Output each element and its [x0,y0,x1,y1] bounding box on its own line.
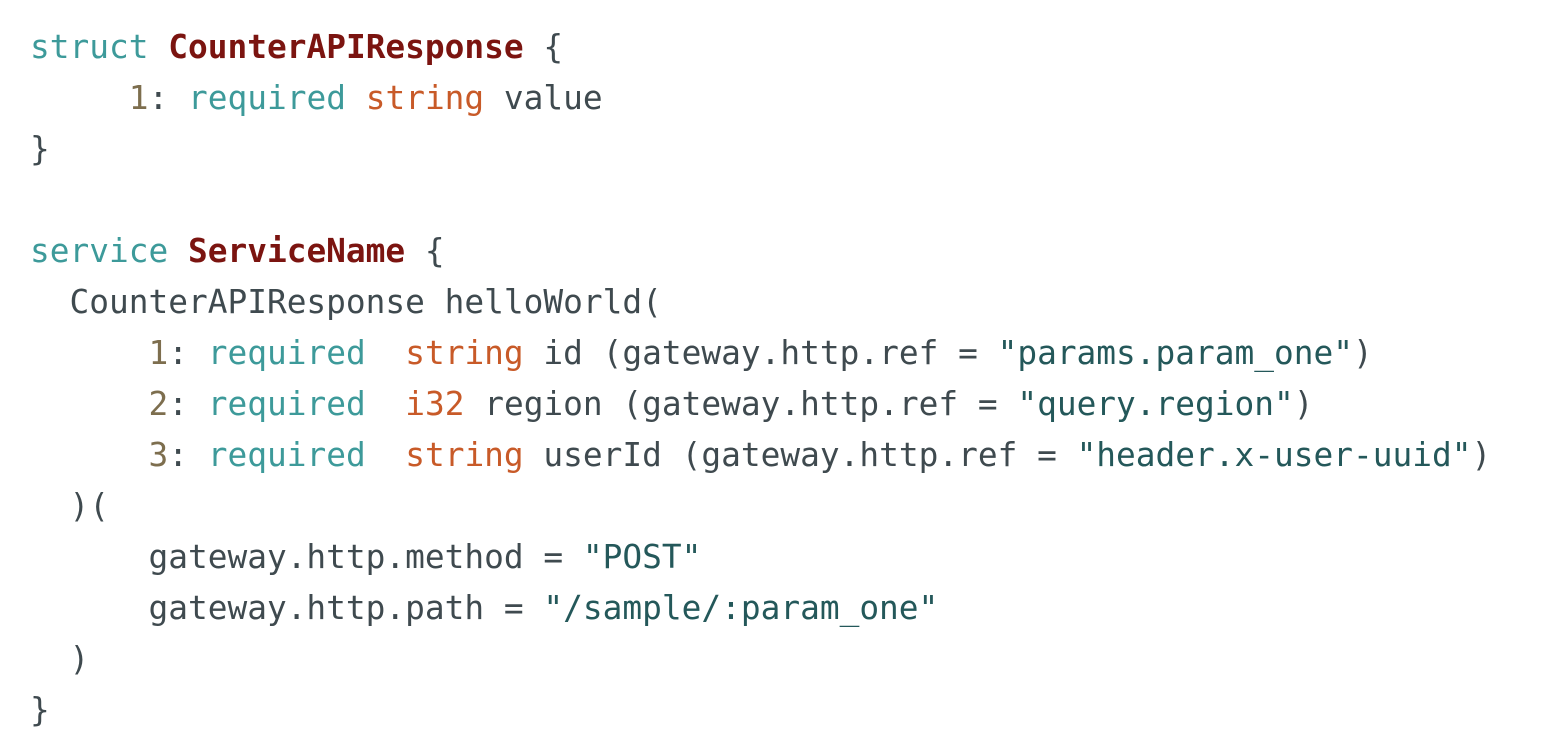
code-token-plain: gateway.http.method = [30,538,583,576]
code-token-name: ServiceName [187,232,406,270]
code-line: 1: required string id (gateway.http.ref … [30,328,1491,379]
code-line: } [30,685,1491,736]
code-token-plain: value [484,79,603,117]
code-token-str: "params.param_one" [997,334,1353,372]
code-token-plain: ) [1353,334,1373,372]
code-token-plain: region (gateway.http.ref = [464,385,1018,423]
code-line: 1: required string value [30,73,1491,124]
code-block: struct CounterAPIResponse { 1: required … [30,22,1491,736]
code-token-plain: : [168,385,208,423]
code-line: } [30,124,1491,175]
code-line: struct CounterAPIResponse { [30,22,1491,73]
code-token-kw: struct [30,28,149,66]
code-token-name: CounterAPIResponse [168,28,524,66]
code-token-plain [30,334,148,372]
code-token-plain: : [148,79,188,117]
code-token-plain: )( [30,487,109,525]
code-token-plain: CounterAPIResponse helloWorld( [30,283,662,321]
code-token-plain [30,436,148,474]
code-token-str: "header.x-user-uuid" [1076,436,1472,474]
code-token-plain [366,334,406,372]
code-token-plain: { [405,232,445,270]
code-token-plain: } [30,130,50,168]
code-token-plain [366,385,406,423]
code-token-num: 1 [128,79,149,117]
code-token-kw: required [207,334,366,372]
code-token-type: string [365,79,485,117]
code-token-kw: service [30,232,169,270]
code-token-str: "query.region" [1017,385,1294,423]
code-token-kw: required [207,436,366,474]
code-line: CounterAPIResponse helloWorld( [30,277,1491,328]
code-token-num: 3 [148,436,169,474]
code-token-plain: : [168,334,208,372]
code-token-plain: } [30,691,50,729]
code-token-plain: ) [1293,385,1314,423]
code-token-kw: required [187,79,346,117]
code-line: ) [30,634,1491,685]
code-line: )( [30,481,1491,532]
code-line: 3: required string userId (gateway.http.… [30,430,1491,481]
code-token-plain: { [523,28,564,66]
code-token-str: "/sample/:param_one" [543,589,939,627]
code-token-plain: id (gateway.http.ref = [523,334,998,372]
code-token-plain: : [168,436,208,474]
code-line: gateway.http.path = "/sample/:param_one" [30,583,1491,634]
code-token-plain [366,436,406,474]
code-token-plain [168,232,188,270]
code-token-plain: ) [1471,436,1492,474]
code-token-type: i32 [405,385,465,423]
code-line: 2: required i32 region (gateway.http.ref… [30,379,1491,430]
code-token-type: string [405,436,524,474]
code-token-plain [148,28,168,66]
code-line [30,175,1491,226]
code-token-plain [30,385,148,423]
code-line: service ServiceName { [30,226,1491,277]
code-line: gateway.http.method = "POST" [30,532,1491,583]
code-token-plain: gateway.http.path = [30,589,544,627]
code-token-num: 1 [148,334,169,372]
code-token-str: "POST" [582,538,702,576]
code-token-plain [30,79,129,117]
code-token-plain [346,79,366,117]
code-token-type: string [405,334,524,372]
code-token-num: 2 [148,385,169,423]
code-token-plain: ) [30,640,90,678]
code-token-kw: required [207,385,366,423]
code-token-plain: userId (gateway.http.ref = [523,436,1077,474]
